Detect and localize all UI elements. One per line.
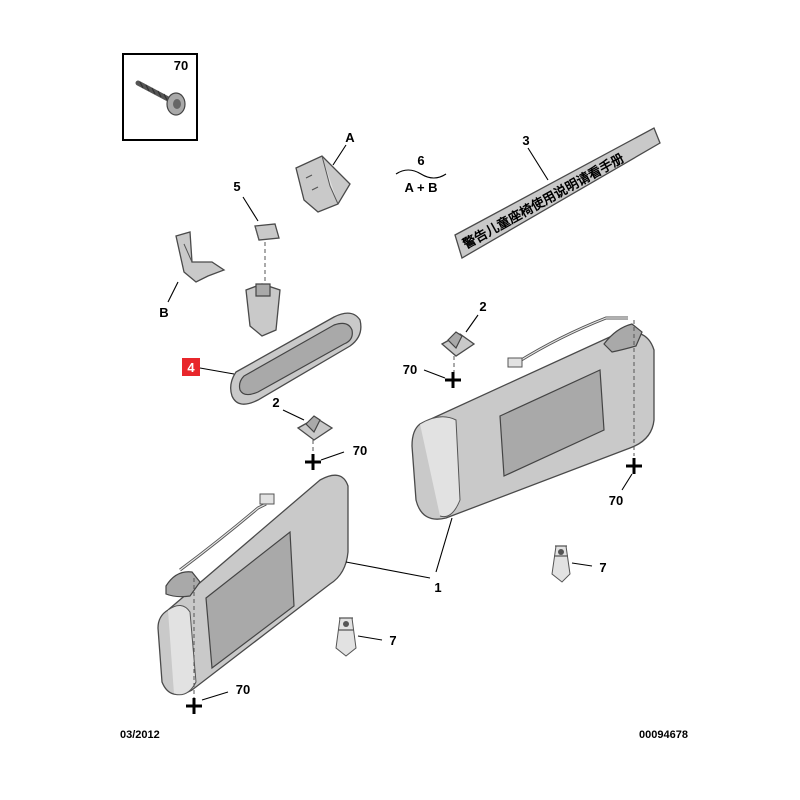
callout-7-left: 7 <box>389 633 396 648</box>
callout-2-right: 2 <box>479 299 486 314</box>
leader-a <box>332 144 347 166</box>
leader-1-right <box>435 517 453 573</box>
left-sun-visor <box>157 474 349 696</box>
right-sun-visor <box>411 323 655 520</box>
leader-7-left <box>357 635 383 641</box>
callout-4: 4 <box>187 360 195 375</box>
left-visor-connector <box>259 493 275 505</box>
leader-7-right <box>571 562 593 567</box>
leader-3 <box>527 147 549 181</box>
callout-70-left-visor: 70 <box>236 682 250 697</box>
callout-70-right-visor: 70 <box>609 493 623 508</box>
leader-2-left <box>282 409 305 421</box>
part-a-trim-cover <box>295 155 351 213</box>
leader-2-right <box>465 314 479 333</box>
kit-6-group: 6 A + B <box>395 153 447 195</box>
part-5-cap <box>254 223 280 241</box>
leader-70-left-clip <box>320 451 345 461</box>
warning-label-text: 警告儿童座椅使用说明请看手册 <box>460 150 626 251</box>
callout-5: 5 <box>233 179 240 194</box>
part-4-mirror <box>230 283 362 405</box>
callout-4-badge <box>182 358 200 376</box>
callout-70-right-clip: 70 <box>403 362 417 377</box>
screw-icon <box>135 80 186 116</box>
footer-reference: 00094678 <box>639 729 688 741</box>
leader-70-left-visor <box>201 691 229 701</box>
part-3-warning-label: 警告儿童座椅使用说明请看手册 <box>454 127 661 259</box>
callout-7-right: 7 <box>599 560 606 575</box>
screw-plus-right-clip <box>445 372 461 388</box>
part-2-left-clip <box>296 415 334 441</box>
bulb-7-right <box>551 545 571 583</box>
leader-1-left <box>345 561 431 579</box>
leader-5 <box>242 196 259 222</box>
callout-3: 3 <box>522 133 529 148</box>
leader-70-right-visor <box>621 473 633 491</box>
leader-b <box>167 281 179 303</box>
kit-brace <box>395 169 447 179</box>
callout-a: A <box>345 130 355 145</box>
kit-formula: A + B <box>404 180 437 195</box>
bulb-7-left <box>335 617 357 657</box>
callout-1: 1 <box>434 580 441 595</box>
callout-b: B <box>159 305 168 320</box>
screw-box: 70 <box>122 53 198 141</box>
kit-number: 6 <box>417 153 424 168</box>
screw-box-label: 70 <box>174 58 188 73</box>
screw-plus-left-visor <box>186 698 202 714</box>
part-2-right-clip <box>440 331 476 357</box>
footer-date: 03/2012 <box>120 729 160 741</box>
screw-plus-right-visor <box>626 458 642 474</box>
part-b-bracket <box>175 231 226 283</box>
leader-70-right-clip <box>423 369 446 379</box>
right-visor-connector <box>507 357 523 368</box>
screw-plus-left-clip <box>305 454 321 470</box>
leader-4 <box>199 367 235 375</box>
callout-70-left-clip: 70 <box>353 443 367 458</box>
callout-2-left: 2 <box>272 395 279 410</box>
